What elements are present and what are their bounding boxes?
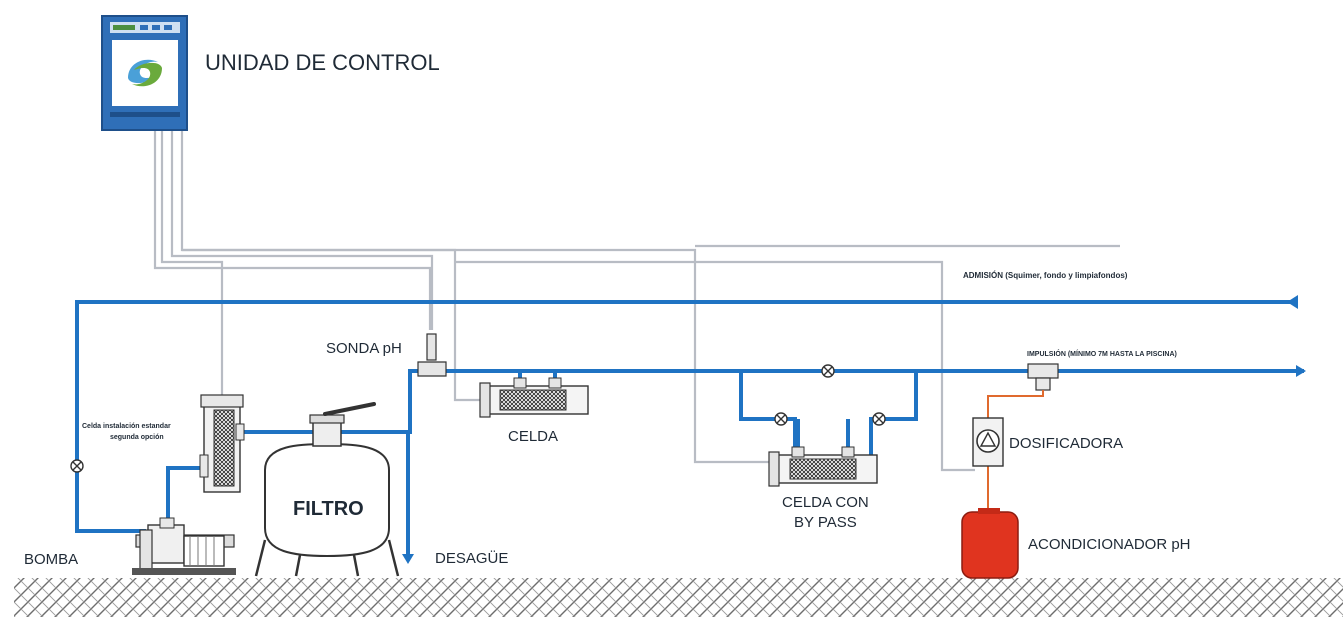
filter-label: FILTRO — [293, 498, 364, 520]
sand-filter — [254, 402, 400, 577]
admission-label: ADMISIÓN (Squimer, fondo y limpiafondos) — [963, 271, 1128, 280]
valve-icon — [872, 412, 886, 426]
dosing-pump — [972, 417, 1004, 467]
ph-probe — [417, 333, 447, 377]
cell — [479, 377, 589, 418]
pump-to-cell-pipe — [166, 466, 203, 531]
bypass-cell-label-line1: CELDA CON — [782, 494, 869, 511]
water-pipes — [75, 300, 1304, 555]
ph-probe-label: SONDA pH — [326, 340, 402, 357]
dosing-pump-label: DOSIFICADORA — [1009, 435, 1123, 452]
drain-arrow-icon — [402, 554, 414, 564]
signal-cables — [153, 130, 1120, 472]
bypass-cell — [768, 446, 878, 487]
impulsion-label: IMPULSIÓN (MÍNIMO 7M HASTA LA PISCINA) — [1027, 349, 1177, 358]
ground — [14, 578, 1343, 617]
admission-arrow-icon — [1287, 295, 1298, 309]
bypass-loop — [739, 371, 918, 455]
pump — [132, 517, 236, 575]
bypass-cell-label-line2: BY PASS — [794, 514, 857, 531]
ph-hose — [987, 390, 1044, 512]
impulsion-arrow-icon — [1296, 365, 1306, 377]
pump-label: BOMBA — [24, 551, 78, 568]
standard-cell — [199, 394, 245, 493]
standard-cell-label-line1: Celda instalación estandar — [82, 423, 171, 430]
control-unit — [101, 15, 188, 131]
ph-conditioner-label: ACONDICIONADOR pH — [1028, 536, 1191, 553]
cell-label: CELDA — [508, 428, 558, 445]
valve-icon — [774, 412, 788, 426]
swirl-logo-icon — [128, 59, 162, 87]
standard-cell-label-line2: segunda opción — [110, 434, 164, 441]
valve-icon — [821, 364, 835, 378]
cell-bypass-inputs — [796, 419, 850, 457]
injection-fitting — [1027, 363, 1059, 391]
admission-pipe — [75, 300, 1294, 533]
ph-conditioner-tank — [961, 508, 1019, 579]
drain-pipe — [362, 430, 410, 555]
drain-label: DESAGÜE — [435, 549, 508, 567]
valve-icon — [70, 459, 84, 473]
control-unit-label: UNIDAD DE CONTROL — [205, 50, 440, 75]
